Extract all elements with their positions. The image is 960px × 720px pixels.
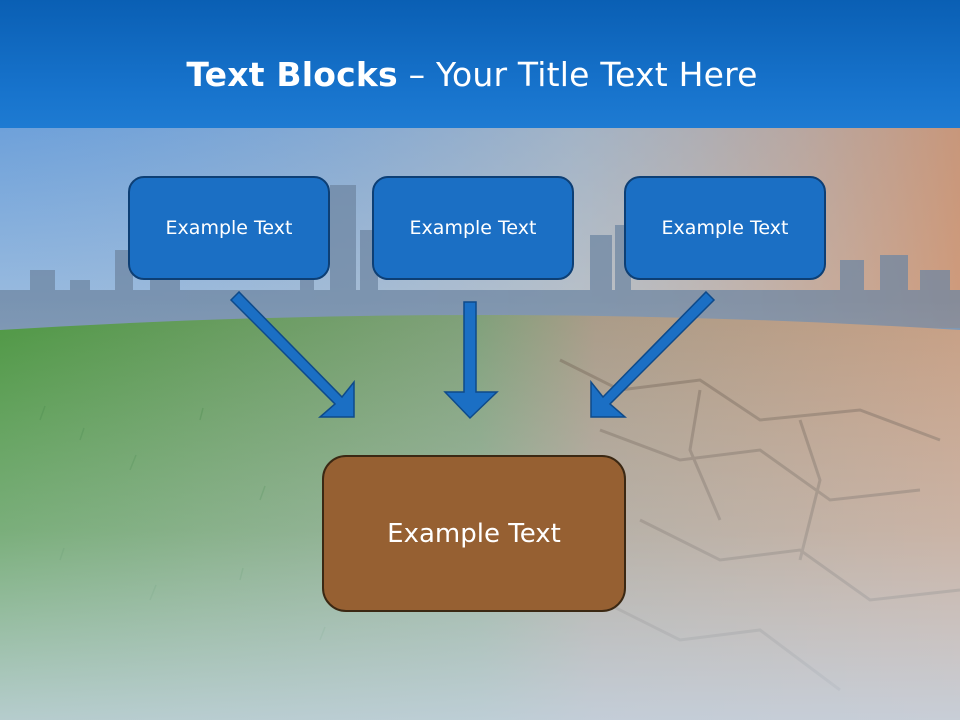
arrow-left-diagonal bbox=[229, 290, 355, 418]
text-block-1-label: Example Text bbox=[165, 217, 293, 239]
text-block-1[interactable]: Example Text bbox=[128, 176, 330, 280]
target-text-block-label: Example Text bbox=[387, 518, 561, 549]
slide-title: Text Blocks – Your Title Text Here bbox=[0, 52, 944, 98]
title-rest-text: Your Title Text Here bbox=[435, 55, 758, 94]
arrow-right-diagonal bbox=[590, 290, 716, 418]
title-bar bbox=[0, 0, 960, 128]
title-bold-text: Text Blocks bbox=[186, 55, 398, 94]
target-text-block[interactable]: Example Text bbox=[322, 455, 626, 612]
text-block-2[interactable]: Example Text bbox=[372, 176, 574, 280]
arrow-center-down bbox=[443, 301, 499, 420]
text-block-3[interactable]: Example Text bbox=[624, 176, 826, 280]
text-block-3-label: Example Text bbox=[661, 217, 789, 239]
text-block-2-label: Example Text bbox=[409, 217, 537, 239]
title-dash: – bbox=[397, 55, 436, 94]
